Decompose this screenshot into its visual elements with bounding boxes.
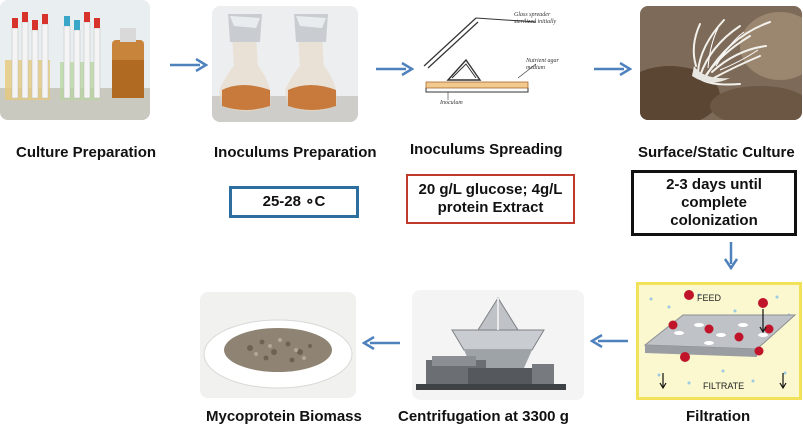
temperature-box: 25-28 ∘C [229,186,359,218]
medium-box: 20 g/L glucose; 4g/L protein Extract [406,174,575,224]
step-inoculums-preparation: Inoculums Preparation [214,144,377,161]
inoculum-label: Inoculum [440,100,463,106]
temperature-value: 25-28 ∘C [262,193,326,210]
colonization-time-box: 2-3 days until complete colonization [631,170,797,236]
arrow-filtration-to-centrifugation [590,334,628,348]
arrow-surface-to-filtration [724,242,738,270]
spreader-label: Glass spreader sterilized initially [514,12,557,25]
surface-culture-photo [640,6,802,120]
step-centrifugation: Centrifugation at 3300 g [398,408,569,425]
arrow-inoculums-to-spreading [376,62,414,76]
mycoprotein-biomass-photo [200,292,356,398]
filtrate-label: FILTRATE [703,381,745,391]
time-line-2: complete [681,194,747,211]
step-mycoprotein-biomass: Mycoprotein Biomass [206,408,362,425]
step-culture-preparation: Culture Preparation [16,144,157,161]
filtration-diagram: FEED FILTRATE [636,282,802,400]
centrifuge-photo [412,290,584,400]
arrow-culture-to-inoculums [170,58,208,72]
time-line-3: colonization [670,212,758,229]
culture-preparation-photo [0,0,150,120]
time-line-1: 2-3 days until [666,176,762,193]
step-surface-static-culture: Surface/Static Culture [638,144,795,161]
arrow-spreading-to-surface [594,62,632,76]
arrow-centrifugation-to-biomass [362,336,400,350]
medium-line-1: 20 g/L glucose; 4g/L [418,181,563,198]
medium-line-2: protein Extract [437,199,544,216]
spreading-diagram: Glass spreader sterilized initially Nutr… [418,8,568,112]
step-inoculums-spreading: Inoculums Spreading [410,141,563,158]
agar-label: Nutrient agar medium [526,58,559,71]
inoculums-preparation-photo [212,6,358,122]
step-filtration: Filtration [686,408,751,425]
feed-label: FEED [697,293,722,303]
